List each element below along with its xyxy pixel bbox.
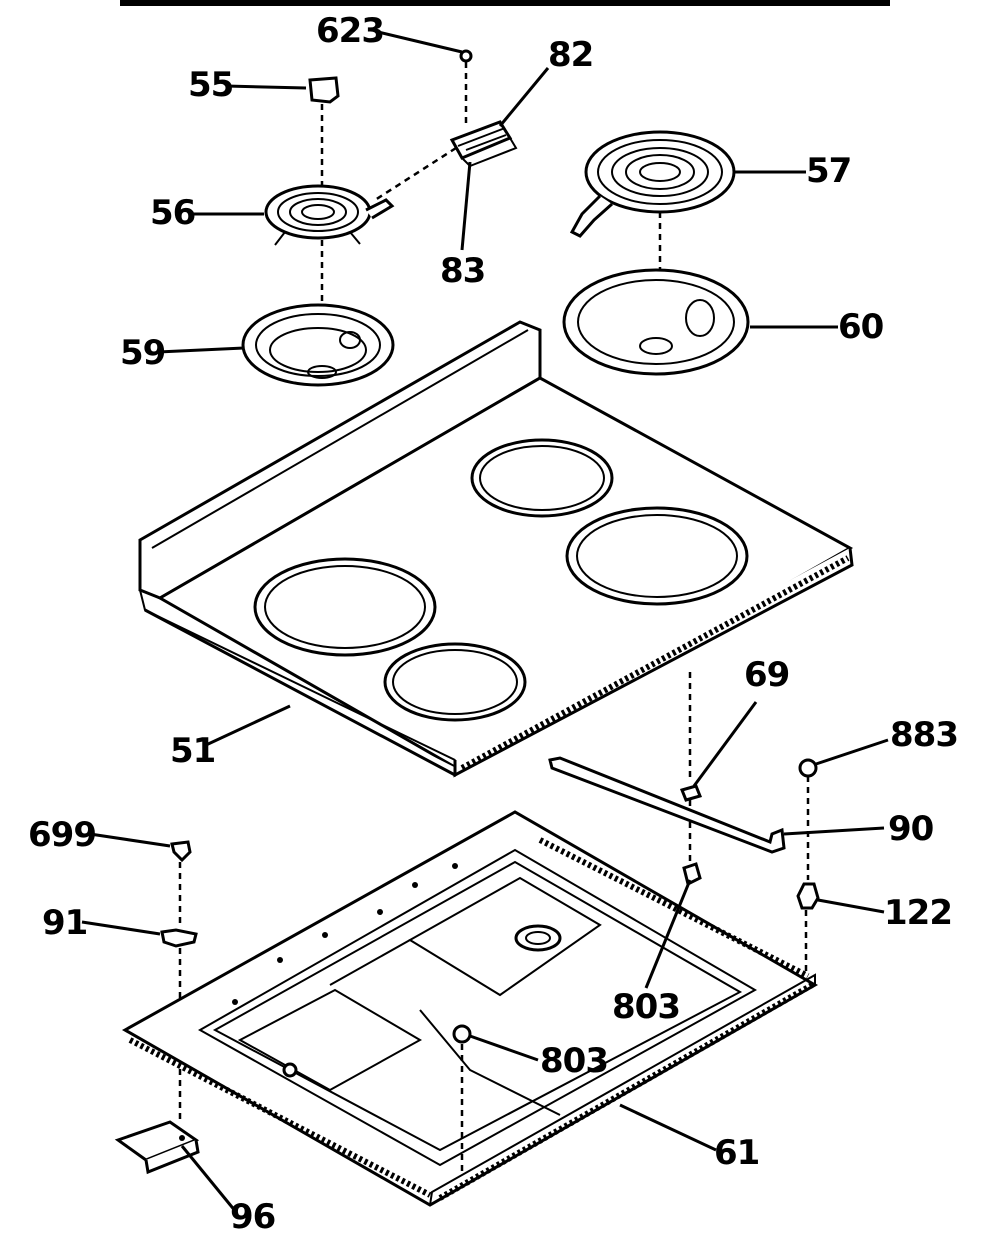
label-60: 60: [838, 307, 884, 347]
label-82: 82: [548, 35, 593, 75]
cap-55: [308, 76, 340, 188]
label-122: 122: [884, 893, 952, 933]
part-labels: 623 82 55 57 56 83 59 60 51 69 883 699 9…: [28, 11, 959, 1237]
terminal-block-82: [449, 120, 518, 168]
bracket-96: [114, 1120, 200, 1175]
label-96: 96: [230, 1197, 275, 1237]
spacer-122: [796, 882, 820, 975]
label-803-lower: 803: [540, 1041, 608, 1081]
label-83: 83: [440, 251, 485, 291]
label-56: 56: [150, 193, 195, 233]
grommet-803-center: [682, 862, 702, 887]
label-59: 59: [120, 333, 165, 373]
label-55: 55: [188, 65, 233, 105]
label-699: 699: [28, 815, 96, 855]
label-69: 69: [744, 655, 789, 695]
drip-pan-60: [562, 268, 750, 376]
label-57: 57: [806, 151, 851, 191]
label-623: 623: [316, 11, 384, 51]
support-rod-90: [548, 756, 786, 854]
label-90: 90: [888, 809, 934, 849]
cooktop-51: [138, 320, 854, 778]
surface-element-56: [264, 184, 395, 352]
screw-883: [798, 758, 818, 880]
label-803-center: 803: [612, 987, 680, 1027]
label-91: 91: [42, 903, 87, 943]
wire-dash-56: [374, 146, 457, 202]
label-883: 883: [890, 715, 958, 755]
screw-699: [170, 840, 192, 925]
label-61: 61: [714, 1133, 759, 1173]
screw-623: [459, 49, 473, 128]
leader-lines: [81, 30, 889, 1213]
surface-element-57: [569, 130, 736, 345]
clip-69: [679, 672, 703, 865]
clip-91: [160, 928, 198, 1120]
main-top-61: [121, 810, 819, 1207]
top-title-fragment: [120, 0, 890, 6]
label-51: 51: [170, 731, 215, 771]
drip-pan-59: [241, 303, 395, 387]
